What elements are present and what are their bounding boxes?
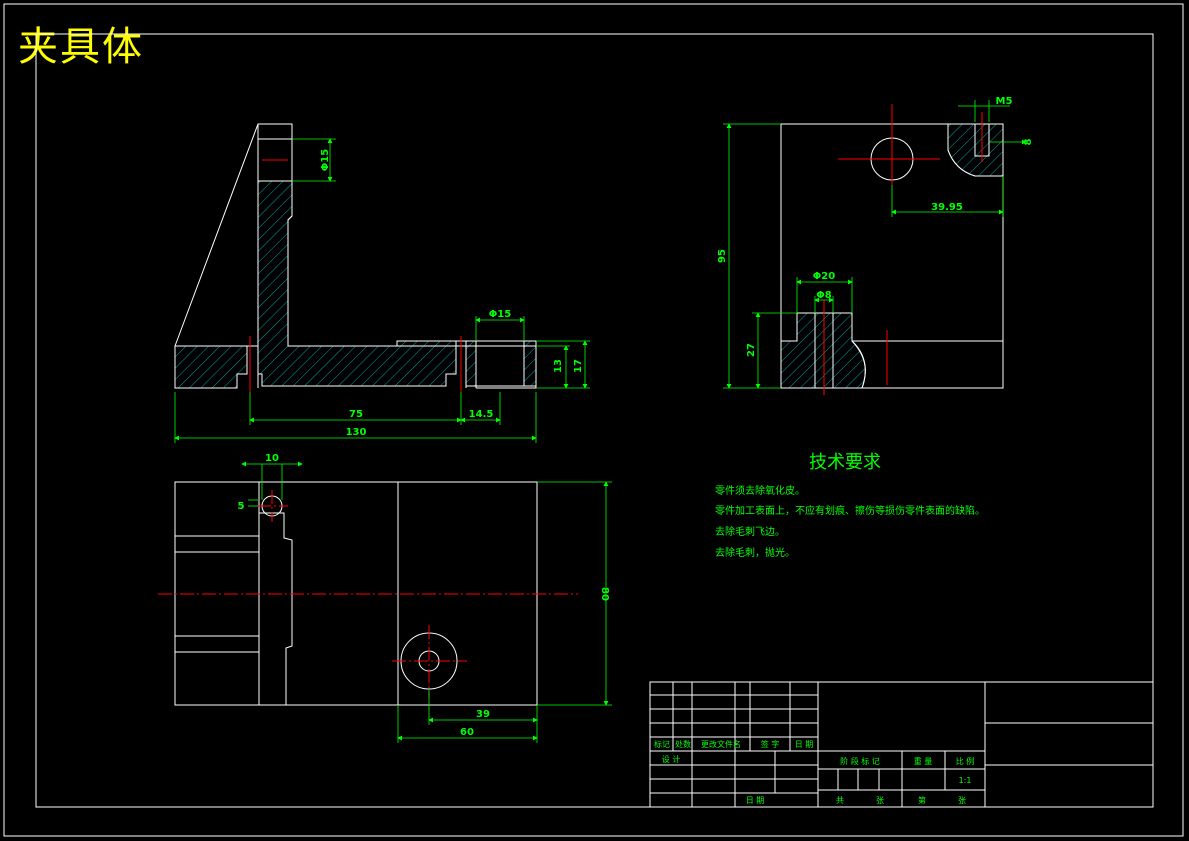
front-left-foot-hatch bbox=[174, 345, 248, 389]
dim-front-130: 130 bbox=[346, 427, 367, 438]
tb-date: 日 期 bbox=[795, 740, 814, 749]
dim-front-13: 13 bbox=[553, 359, 564, 373]
tech-line-3: 去除毛刺飞边。 bbox=[715, 525, 785, 538]
dim-front-75: 75 bbox=[349, 409, 363, 420]
tb-scale-label: 比 例 bbox=[956, 756, 975, 766]
tb-sign: 签 字 bbox=[761, 739, 780, 749]
side-view bbox=[780, 123, 1004, 389]
tb-scale: 1:1 bbox=[959, 776, 972, 785]
dim-side-m5: M5 bbox=[996, 96, 1013, 107]
tb-sheets: 共 bbox=[836, 796, 844, 805]
inner-border bbox=[35, 33, 1154, 808]
tb-stage: 阶 段 标 记 bbox=[840, 756, 880, 766]
dim-side-27: 27 bbox=[746, 343, 757, 357]
title-block bbox=[649, 681, 1154, 808]
outer-border bbox=[3, 3, 1184, 837]
dim-front-d15-vertical: Φ15 bbox=[320, 149, 331, 171]
tech-line-2: 零件加工表面上，不应有划痕、擦伤等损伤零件表面的缺陷。 bbox=[715, 504, 985, 517]
tb-design: 设 计 bbox=[662, 754, 681, 764]
tech-heading: 技术要求 bbox=[809, 452, 881, 473]
dim-plan-80: 80 bbox=[599, 587, 610, 601]
front-right-boss-hatch bbox=[465, 340, 477, 387]
dim-side-d20: Φ20 bbox=[813, 271, 835, 282]
dim-side-d8: Φ8 bbox=[816, 290, 832, 301]
tb-page: 第 bbox=[918, 795, 926, 805]
dim-front-14-5: 14.5 bbox=[469, 409, 494, 420]
dim-side-8: 8 bbox=[1023, 138, 1034, 145]
tech-line-1: 零件须去除氧化皮。 bbox=[715, 484, 805, 497]
tb-approve-date: 日 期 bbox=[746, 796, 765, 805]
dim-side-95: 95 bbox=[717, 249, 728, 263]
dim-side-39-95: 39.95 bbox=[931, 202, 963, 213]
front-dimensions bbox=[174, 138, 590, 443]
side-dimensions bbox=[723, 100, 1027, 389]
dim-plan-39: 39 bbox=[476, 709, 490, 720]
dim-front-d15: Φ15 bbox=[489, 309, 511, 320]
side-centerlines bbox=[823, 104, 983, 395]
plan-centerlines bbox=[158, 490, 578, 698]
tb-page2: 张 bbox=[958, 796, 966, 805]
tb-sheet: 张 bbox=[876, 796, 884, 805]
plan-dimensions bbox=[241, 461, 612, 743]
side-bl-hatch bbox=[780, 312, 866, 389]
dim-plan-10: 10 bbox=[265, 453, 279, 464]
dim-front-17: 17 bbox=[573, 359, 584, 373]
front-right-boss2-hatch bbox=[523, 340, 537, 387]
dim-plan-5: 5 bbox=[238, 501, 245, 512]
front-view bbox=[174, 123, 537, 389]
tb-mark: 标记 bbox=[654, 739, 670, 749]
tb-weight: 重 量 bbox=[914, 756, 933, 766]
dim-plan-60: 60 bbox=[460, 727, 474, 738]
tb-count: 处数 bbox=[675, 739, 691, 749]
front-centerlines bbox=[249, 159, 462, 392]
drawing-title: 夹具体 bbox=[18, 24, 144, 70]
tb-change-doc: 更改文件名 bbox=[701, 739, 741, 749]
tech-line-4: 去除毛刺，抛光。 bbox=[715, 546, 795, 559]
